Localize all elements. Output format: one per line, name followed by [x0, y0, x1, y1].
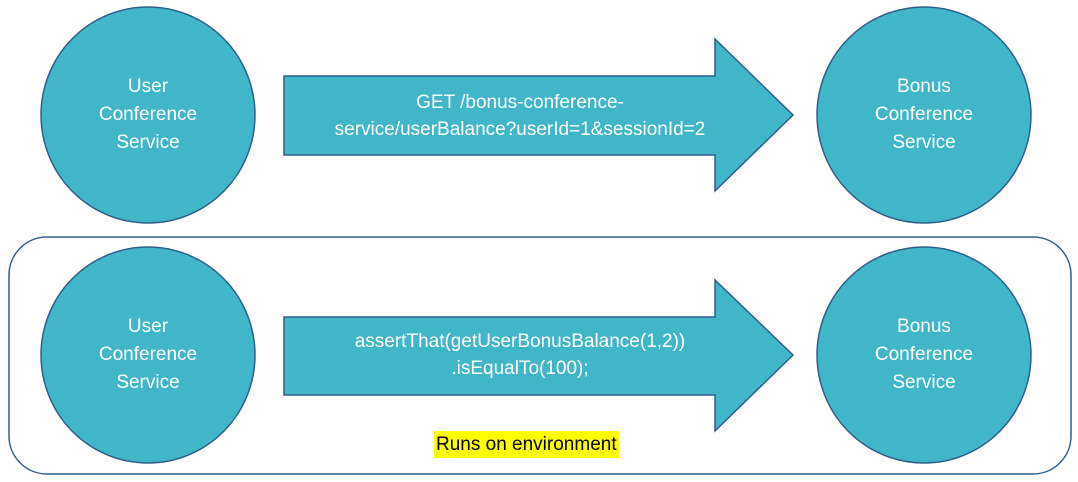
environment-frame	[8, 236, 1072, 475]
assertion-label: assertThat(getUserBonusBalance(1,2)) .is…	[354, 331, 686, 379]
assertion-arrow-bottom	[283, 278, 795, 433]
request-label: GET /bonus-conference- service/userBalan…	[334, 92, 706, 140]
bonus-conference-service-label-bottom: Bonus Conference Service	[874, 316, 974, 393]
bonus-conference-service-node-top	[816, 6, 1032, 224]
bonus-conference-service-node-bottom	[816, 246, 1032, 464]
user-conference-service-node-top	[40, 6, 256, 224]
user-conference-service-label-top: User Conference Service	[98, 76, 198, 153]
environment-note: Runs on environment	[434, 431, 619, 458]
request-arrow-top	[283, 37, 795, 193]
user-conference-service-label-bottom: User Conference Service	[98, 316, 198, 393]
bonus-conference-service-label-top: Bonus Conference Service	[874, 76, 974, 153]
user-conference-service-node-bottom	[40, 246, 256, 464]
